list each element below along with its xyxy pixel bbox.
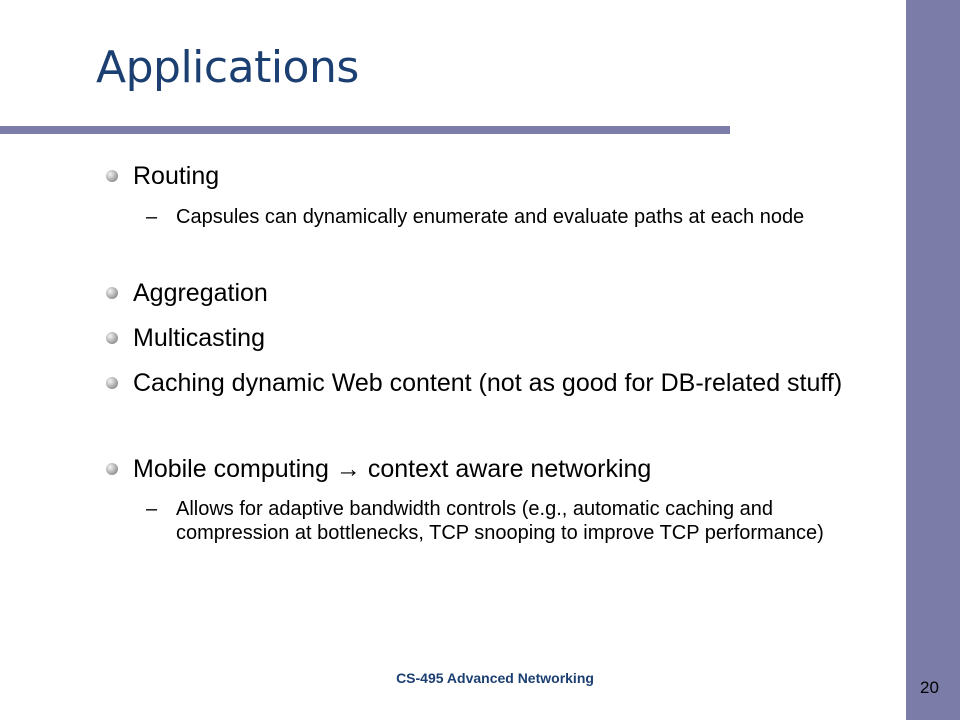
bullet-routing: Routing: [133, 162, 220, 190]
sub-bullet-adaptive-bandwidth: Allows for adaptive bandwidth controls (…: [176, 498, 824, 544]
bullet-caching: Caching dynamic Web content (not as good…: [133, 369, 843, 397]
bullet-icon: [106, 463, 118, 475]
slide-footer: CS-495 Advanced Networking: [0, 670, 960, 686]
title-underline: [0, 126, 730, 134]
bullet-icon: [106, 170, 118, 182]
sub-bullet-dash: –: [146, 498, 158, 520]
page-number: 20: [920, 678, 939, 697]
sub-bullet-dash: –: [146, 206, 158, 228]
bullet-mobile-computing: Mobile computing → context aware network…: [133, 455, 652, 483]
footer-course-title: CS-495 Advanced Networking: [396, 670, 594, 686]
slide-title: Applications: [96, 42, 359, 93]
bullet-aggregation: Aggregation: [133, 279, 268, 307]
bullet-icon: [106, 287, 118, 299]
right-accent-band: [906, 0, 960, 720]
sub-bullet-capsules: Capsules can dynamically enumerate and e…: [176, 206, 805, 228]
bullet-icon: [106, 332, 118, 344]
bullet-icon: [106, 377, 118, 389]
bullet-multicasting: Multicasting: [133, 324, 265, 352]
